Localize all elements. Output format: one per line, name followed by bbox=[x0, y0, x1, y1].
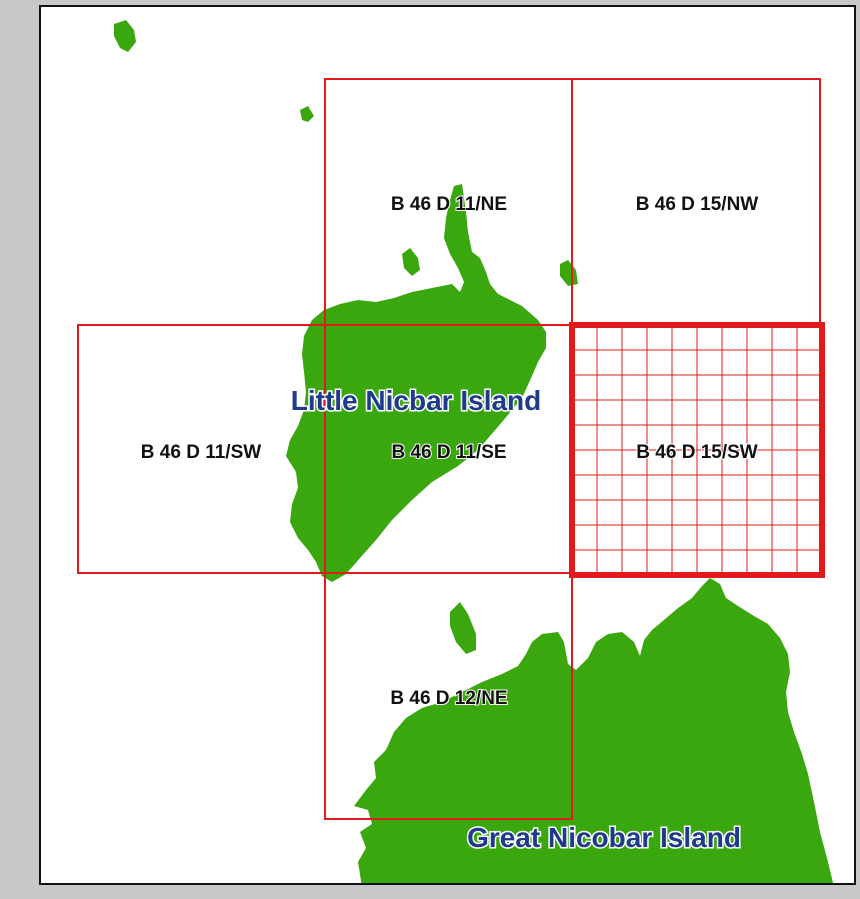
map-canvas: B 46 D 11/NE B 46 D 15/NW B 46 D 11/SW B… bbox=[77, 20, 834, 883]
tile-labels: B 46 D 11/NE B 46 D 15/NW B 46 D 11/SW B… bbox=[140, 193, 759, 710]
tile-border-b46d12ne bbox=[324, 572, 573, 820]
highlighted-tile-subgrid bbox=[572, 325, 822, 575]
island-labels: Little Nicbar Island Great Nicobar Islan… bbox=[289, 384, 742, 855]
tile-label-b46d12ne: B 46 D 12/NE bbox=[390, 688, 507, 709]
great-nicobar-island-landmass bbox=[354, 578, 834, 883]
island-label-little-nicobar: Little Nicbar Island bbox=[291, 385, 542, 416]
map-index-grid bbox=[77, 78, 825, 820]
islet-east-of-ridge bbox=[560, 260, 578, 286]
highlighted-tile-border-b46d15sw bbox=[569, 322, 825, 578]
tile-label-b46d11se: B 46 D 11/SE bbox=[391, 442, 506, 463]
little-nicobar-island-landmass bbox=[286, 184, 546, 582]
island-label-great-nicobar: Great Nicobar Island bbox=[467, 822, 741, 853]
tile-label-b46d15nw: B 46 D 15/NW bbox=[636, 194, 759, 215]
tile-label-b46d15sw: B 46 D 15/SW bbox=[636, 442, 757, 463]
land-masses bbox=[114, 20, 834, 883]
tile-label-b46d11ne: B 46 D 11/NE bbox=[391, 194, 507, 215]
tile-label-b46d11sw: B 46 D 11/SW bbox=[141, 442, 261, 463]
islet-south-strait bbox=[450, 602, 476, 654]
islet-top-left bbox=[114, 20, 136, 52]
islet-small-north bbox=[300, 106, 314, 122]
islet-west-of-ridge bbox=[402, 248, 420, 276]
map-frame: B 46 D 11/NE B 46 D 15/NW B 46 D 11/SW B… bbox=[39, 5, 856, 885]
